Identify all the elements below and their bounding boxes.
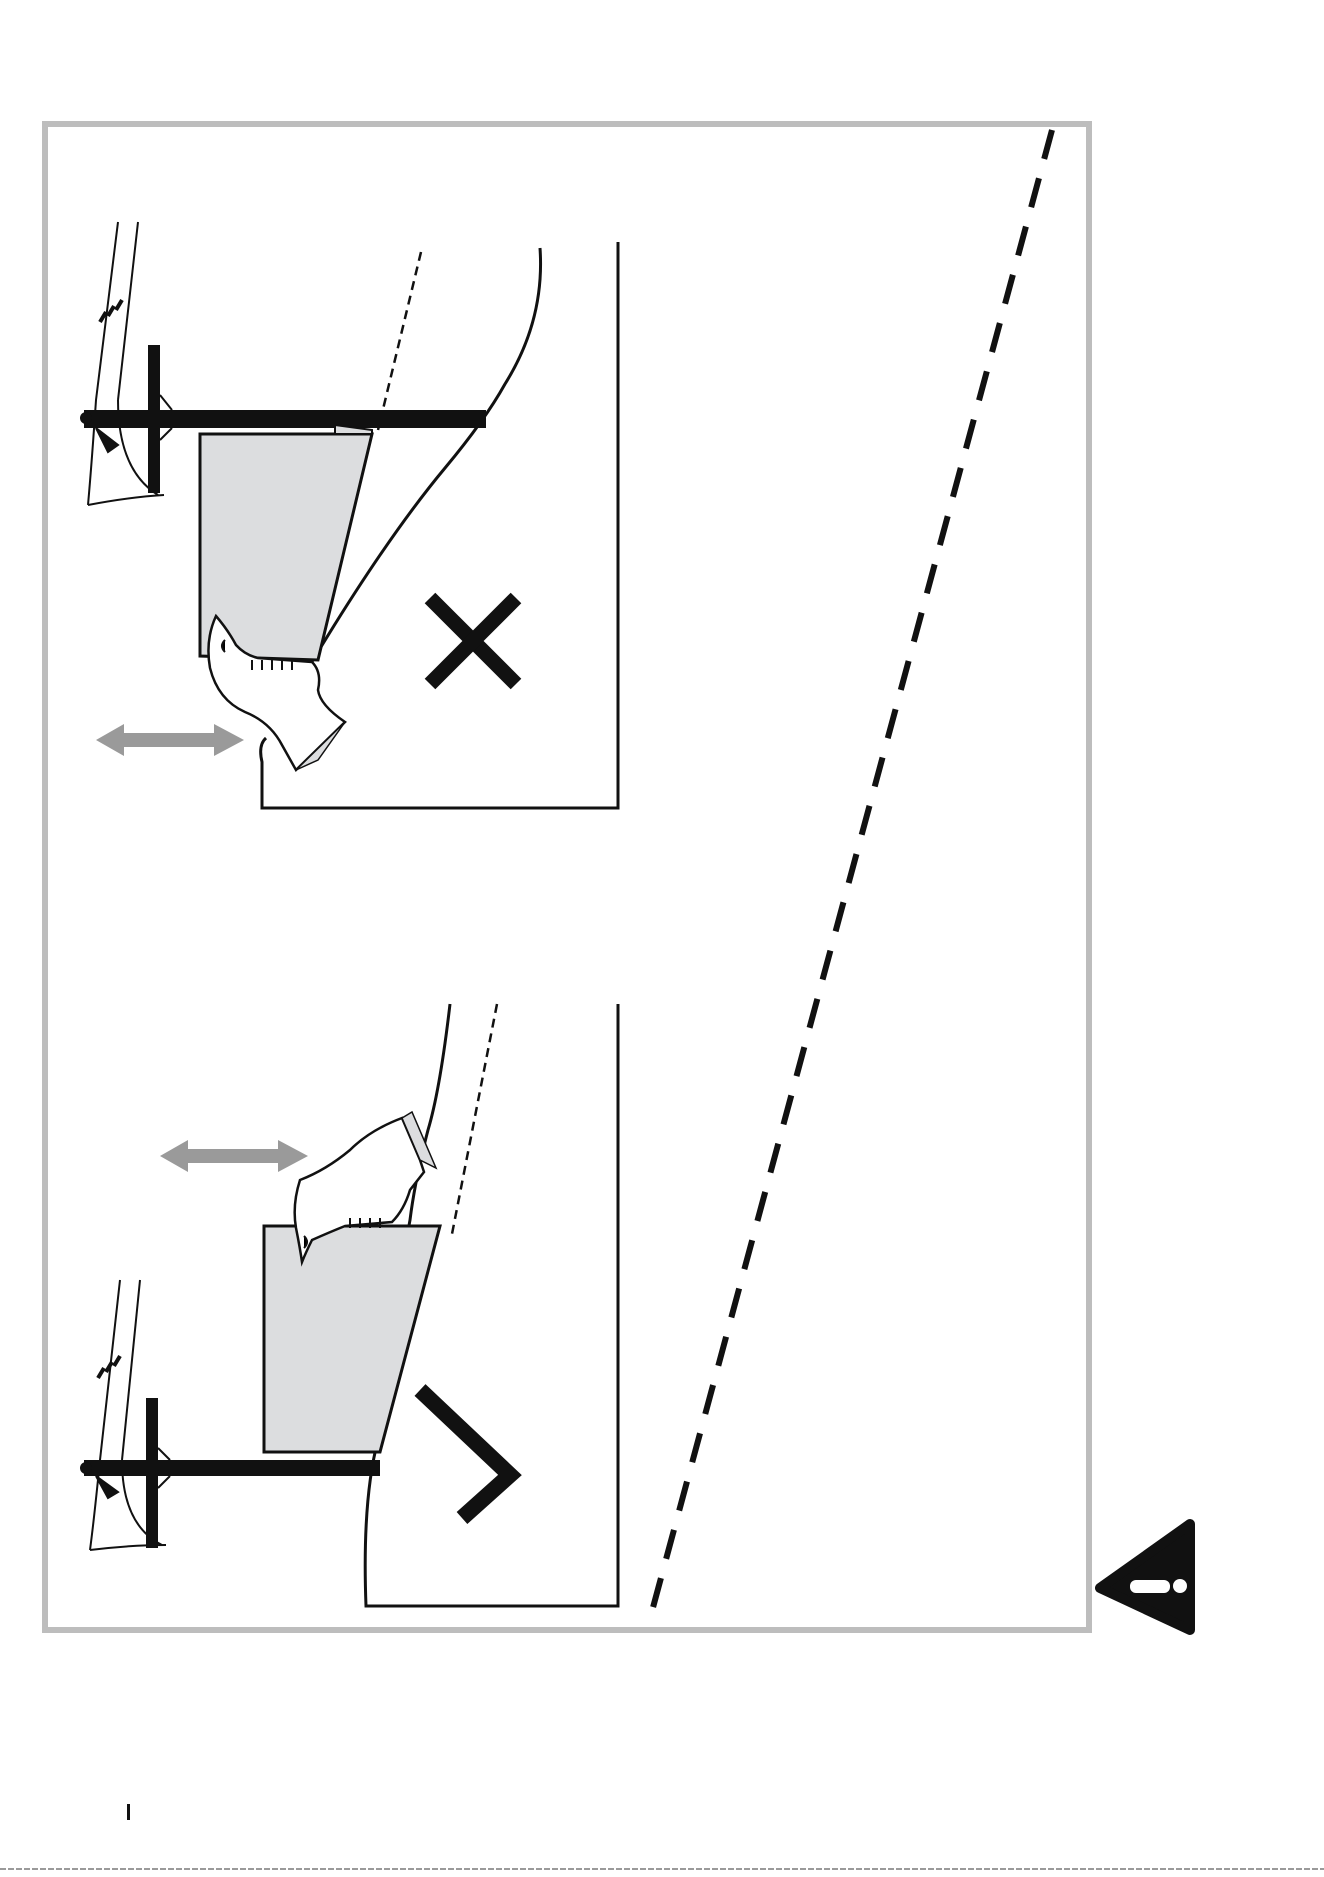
fabric-piece <box>200 434 372 660</box>
scale-ticks <box>100 300 122 322</box>
bottom-rule <box>0 1868 1324 1870</box>
iron-cord <box>88 222 158 505</box>
warning-triangle-icon <box>1100 1524 1190 1630</box>
clamp-post <box>146 1398 158 1548</box>
clamp-knob <box>80 412 92 424</box>
clamp-knob <box>80 1462 92 1474</box>
fold-line <box>452 1004 497 1234</box>
clamp-post <box>148 345 160 493</box>
page-mark <box>127 1804 130 1820</box>
fabric-piece <box>264 1226 440 1452</box>
clamp-bar <box>84 1460 380 1476</box>
panel-incorrect <box>80 222 618 808</box>
illustration-frame <box>45 124 1089 1630</box>
panel-correct <box>80 1004 618 1606</box>
fold-line <box>378 252 421 430</box>
dashed-divider <box>648 130 1052 1626</box>
move-arrow <box>96 724 244 756</box>
move-arrow <box>160 1140 308 1172</box>
cross-icon <box>430 598 516 684</box>
clamp-bar <box>84 410 486 428</box>
check-icon <box>420 1390 510 1518</box>
iron-handle <box>88 495 164 505</box>
